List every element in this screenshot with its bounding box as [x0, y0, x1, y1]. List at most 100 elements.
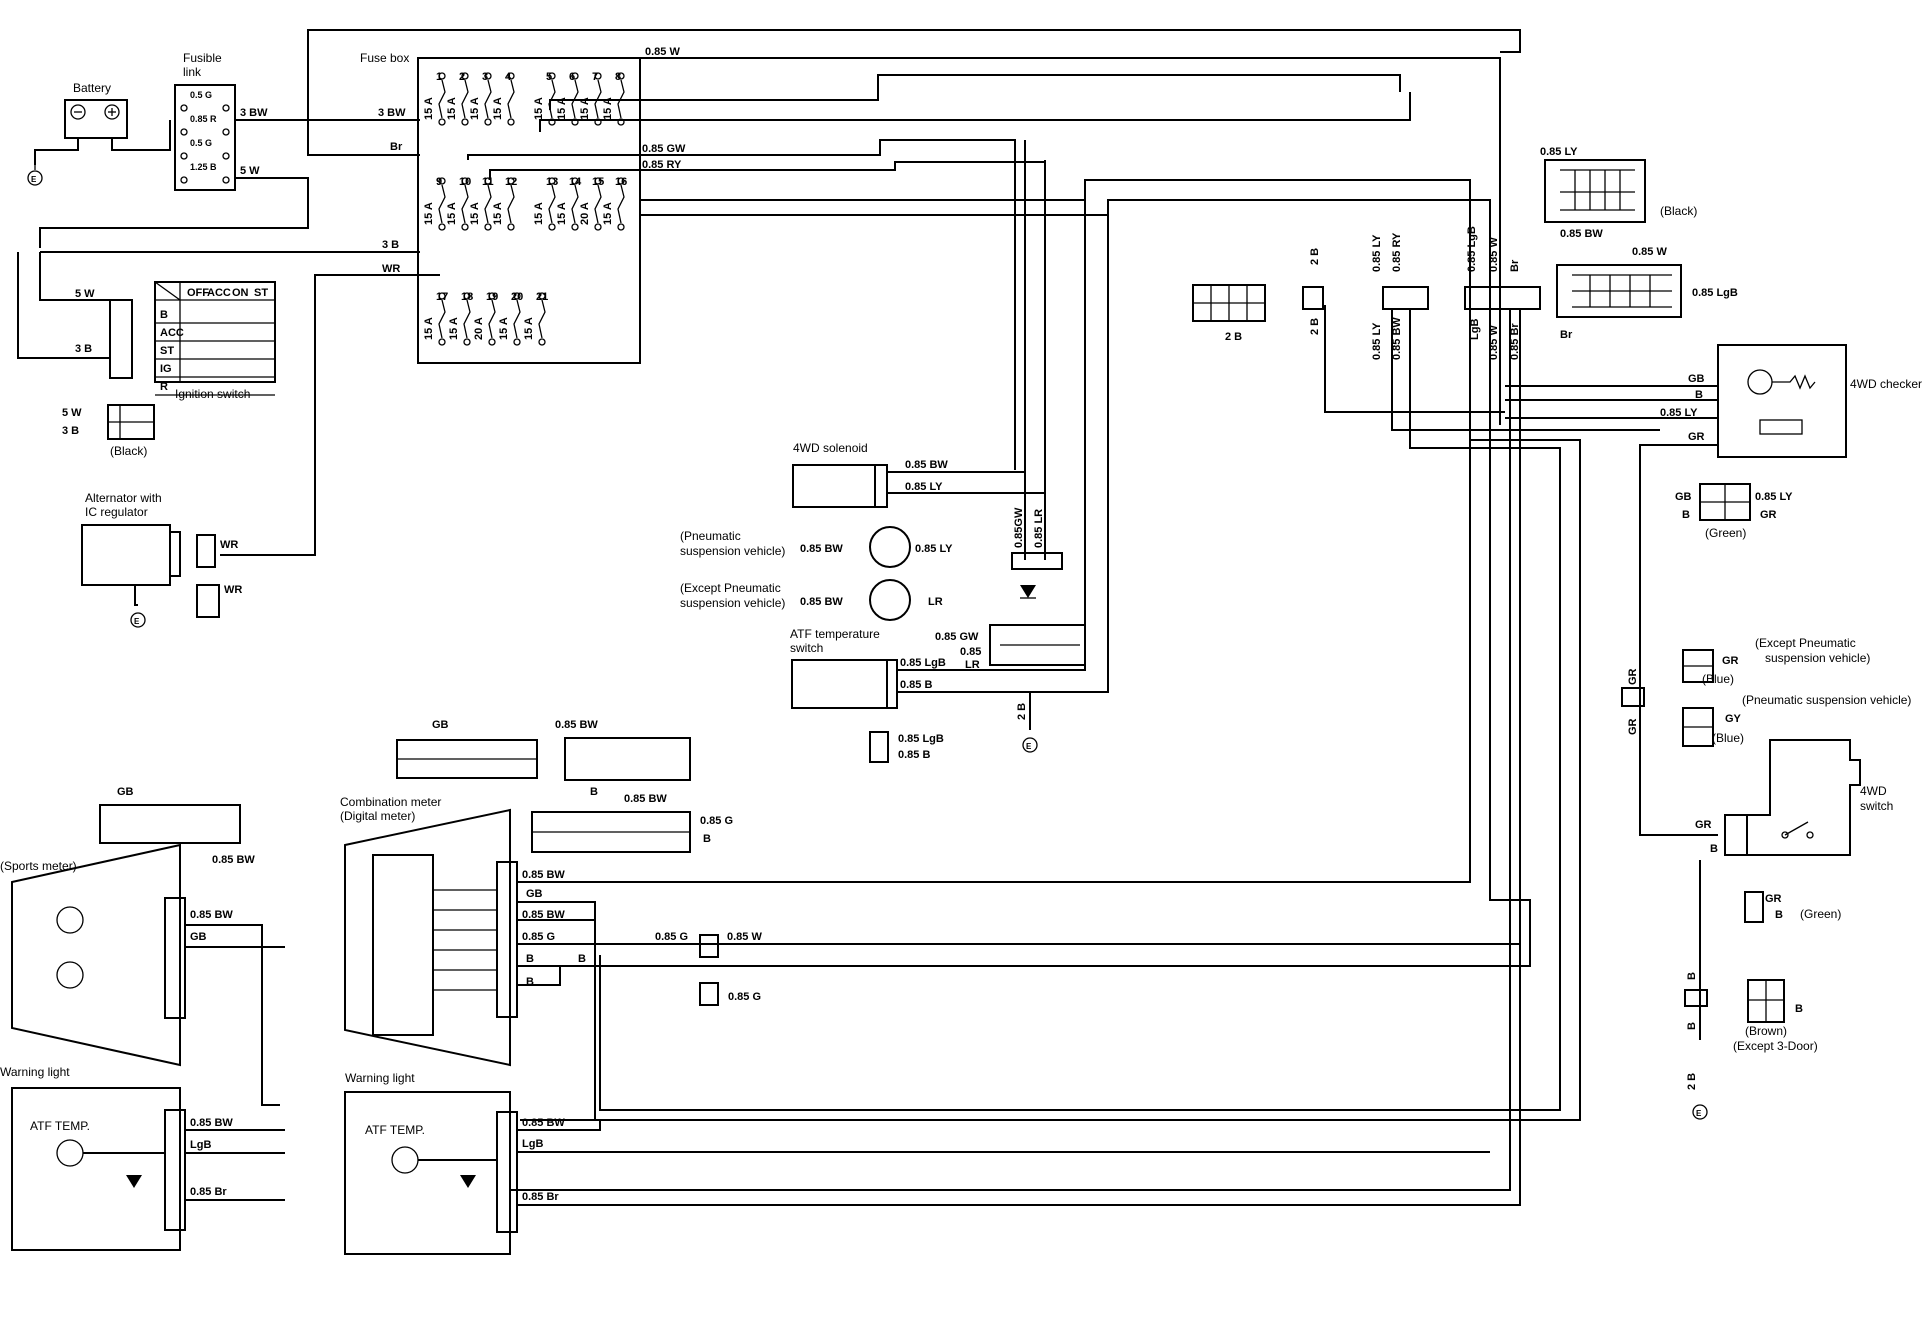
fuse-terminal: [538, 292, 546, 300]
svg-text:4WD: 4WD: [1860, 784, 1887, 798]
battery-label: Battery: [73, 81, 111, 95]
svg-text:0.85 G: 0.85 G: [655, 931, 688, 943]
fuse-element: [438, 184, 446, 224]
fuse-element: [617, 79, 625, 119]
svg-text:Warning light: Warning light: [345, 1071, 415, 1085]
fuse-3: 315 A: [469, 71, 492, 126]
fuse-rating: 15 A: [498, 317, 510, 340]
fuse-terminal: [507, 177, 515, 185]
ground-icon: E: [1692, 1104, 1708, 1120]
fuse-element: [594, 79, 602, 119]
fuse-rating: 15 A: [446, 97, 458, 120]
svg-text:GB: GB: [526, 888, 543, 900]
battery: Battery: [64, 81, 128, 139]
fuse-rating: 15 A: [423, 202, 435, 225]
svg-text:0.85 G: 0.85 G: [728, 991, 761, 1003]
fuse-terminal: [507, 118, 515, 126]
atf-connector: 0.85 GW 0.85 LR: [935, 624, 1086, 671]
svg-text:3 B: 3 B: [62, 425, 79, 437]
ignition-switch: Ignition switch: [109, 281, 276, 401]
fuse-rating: 15 A: [448, 317, 460, 340]
ignition-column-label: ST: [254, 287, 268, 299]
fuse-terminal: [538, 338, 546, 346]
fuse-rating: 15 A: [423, 317, 435, 340]
fuse-terminal: [507, 72, 515, 80]
fuse-terminal: [617, 177, 625, 185]
svg-text:0.85 W: 0.85 W: [1488, 237, 1500, 272]
svg-text:E: E: [1026, 742, 1032, 751]
svg-text:0.85 BW: 0.85 BW: [1560, 228, 1603, 240]
fuse-element: [438, 79, 446, 119]
connector-gb-sports: GB 0.85 BW: [99, 786, 255, 866]
svg-text:(Digital meter): (Digital meter): [340, 809, 415, 823]
fuse-number: 11: [482, 176, 494, 188]
ignition-column-label: ON: [232, 287, 249, 299]
fuse-terminal: [463, 292, 471, 300]
fuse-4: 415 A: [492, 71, 515, 126]
fuse-9: 915 A: [423, 176, 446, 231]
svg-text:1.25 B: 1.25 B: [190, 162, 217, 172]
svg-text:0.85 BW: 0.85 BW: [522, 869, 565, 881]
fuse-8: 815 A: [602, 71, 625, 126]
fuse-element: [548, 79, 556, 119]
fuse-terminal: [438, 338, 446, 346]
svg-text:0.85 R: 0.85 R: [190, 114, 217, 124]
svg-text:3 B: 3 B: [382, 239, 399, 251]
combination-meter-label: Combination meter: [340, 795, 441, 809]
fuse-7: 715 A: [579, 71, 602, 126]
svg-text:(Pneumatic: (Pneumatic: [680, 529, 741, 543]
4wd-solenoid-label: 4WD solenoid: [793, 441, 868, 455]
connector-black-top: 0.85 LY 0.85 BW (Black): [1540, 146, 1697, 240]
svg-text:LgB: LgB: [1469, 319, 1481, 340]
fuse-terminal: [461, 118, 469, 126]
fuse-rating: 15 A: [469, 202, 481, 225]
fuse-element: [571, 184, 579, 224]
svg-text:0.85 BW: 0.85 BW: [190, 1117, 233, 1129]
fuse-terminal: [438, 118, 446, 126]
connector-blue-1: GR (Except Pneumatic suspension vehicle)…: [1682, 636, 1870, 686]
svg-text:suspension vehicle): suspension vehicle): [680, 596, 785, 610]
svg-text:2 B: 2 B: [1225, 331, 1242, 343]
svg-text:LgB: LgB: [190, 1139, 211, 1151]
svg-text:(Green): (Green): [1800, 907, 1841, 921]
connector-green-2: GR B (Green): [1744, 891, 1841, 923]
fuse-terminal: [513, 338, 521, 346]
svg-text:GR: GR: [1722, 655, 1739, 667]
svg-text:0.85 G: 0.85 G: [700, 815, 733, 827]
fuse-element: [438, 299, 446, 339]
svg-text:0.85 LY: 0.85 LY: [915, 543, 953, 555]
svg-text:3 BW: 3 BW: [378, 107, 406, 119]
fuse-element: [484, 184, 492, 224]
connector-bw2: 0.85 BW 0.85 G B: [531, 793, 733, 853]
ignition-column-label: ACC: [207, 287, 231, 299]
fuse-terminal: [484, 118, 492, 126]
svg-text:suspension vehicle): suspension vehicle): [1765, 651, 1870, 665]
svg-text:GB: GB: [190, 931, 207, 943]
svg-text:LR: LR: [965, 659, 980, 671]
fuse-rating: 15 A: [523, 317, 535, 340]
svg-text:LgB: LgB: [522, 1138, 543, 1150]
svg-text:(Pneumatic suspension vehicle): (Pneumatic suspension vehicle): [1742, 693, 1911, 707]
connector-green: GB B 0.85 LY GR (Green): [1675, 483, 1793, 540]
svg-text:0.85 BW: 0.85 BW: [624, 793, 667, 805]
svg-text:(Except Pneumatic: (Except Pneumatic: [680, 581, 781, 595]
fuse-box: Fuse box: [360, 51, 641, 364]
fuse-terminal: [488, 292, 496, 300]
svg-text:(Black): (Black): [1660, 204, 1697, 218]
svg-text:ATF TEMP.: ATF TEMP.: [365, 1123, 425, 1137]
svg-text:B: B: [703, 833, 711, 845]
fuse-terminal: [548, 177, 556, 185]
svg-text:E: E: [1696, 1109, 1702, 1118]
svg-text:(Except Pneumatic: (Except Pneumatic: [1755, 636, 1856, 650]
svg-text:3 BW: 3 BW: [240, 107, 268, 119]
fuse-element: [463, 299, 471, 339]
fuse-rating: 15 A: [533, 202, 545, 225]
svg-text:0.85 W: 0.85 W: [1632, 246, 1667, 258]
svg-text:link: link: [183, 65, 202, 79]
atf-small-connector: 0.85 LgB 0.85 B: [869, 731, 944, 763]
